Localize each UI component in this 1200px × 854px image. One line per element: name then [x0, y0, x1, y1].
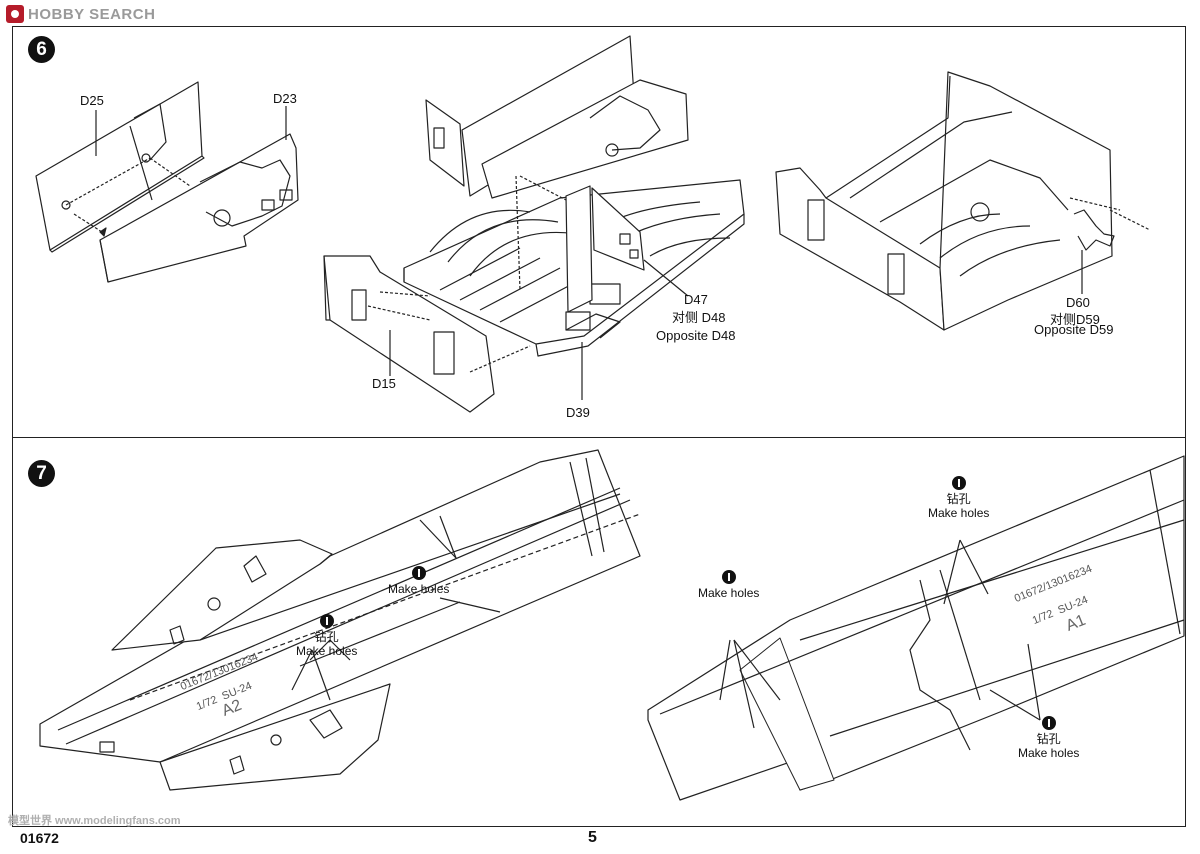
label-d25: D25 [80, 93, 104, 108]
watermark-text: HOBBY SEARCH [28, 5, 156, 23]
drill-note-en: Make holes [928, 506, 990, 520]
cockpit-tub-drawing [323, 35, 745, 413]
drill-icon [951, 476, 966, 490]
part-a1-drawing [647, 455, 1185, 801]
drill-note-5: 钻孔 Make holes [1018, 716, 1079, 760]
drill-note-1: 钻孔 Make holes [388, 566, 449, 596]
drill-icon [411, 566, 426, 580]
step-7-panel [12, 437, 1186, 827]
drill-note-en: Make holes [1018, 746, 1080, 760]
drill-note-en: Make holes [388, 582, 450, 596]
drill-icon [319, 614, 334, 628]
drill-note-zh: 钻孔 [314, 630, 339, 644]
drill-note-zh: 钻孔 [1036, 732, 1061, 746]
drill-note-en: Make holes [296, 644, 358, 658]
drill-note-2: 钻孔 Make holes [296, 614, 357, 658]
label-d47-zh: 对侧 D48 [672, 310, 726, 325]
part-a2-drawing [39, 449, 641, 791]
part-d25-drawing [35, 81, 205, 253]
label-d60-zh: 对侧D59 [1050, 312, 1100, 327]
drill-note-3: 钻孔 Make holes [928, 476, 989, 520]
label-d15: D15 [372, 376, 396, 391]
label-d47-en: Opposite D48 [656, 328, 736, 343]
product-code: 01672 [20, 830, 59, 846]
step-7-number: 7 [28, 460, 55, 487]
label-d39: D39 [566, 405, 590, 420]
label-d60: D60 [1066, 295, 1090, 310]
site-watermark: 模型世界 www.modelingfans.com [8, 815, 181, 827]
label-d47: D47 [684, 292, 708, 307]
drill-note-en: Make holes [698, 586, 760, 600]
label-d23: D23 [273, 91, 297, 106]
assembled-tub-drawing [775, 71, 1151, 331]
page-number: 5 [588, 829, 597, 846]
drill-note-zh: 钻孔 [946, 492, 971, 506]
drill-note-4: Make holes [698, 570, 759, 600]
label-d60-en: Opposite D59 [1034, 322, 1114, 337]
hobbysearch-logo-icon [6, 5, 24, 23]
part-d23-drawing [73, 133, 299, 283]
drill-icon [721, 570, 736, 584]
drill-icon [1041, 716, 1056, 730]
step-6-number: 6 [28, 36, 55, 63]
hobbysearch-watermark: HOBBY SEARCH [6, 4, 155, 24]
